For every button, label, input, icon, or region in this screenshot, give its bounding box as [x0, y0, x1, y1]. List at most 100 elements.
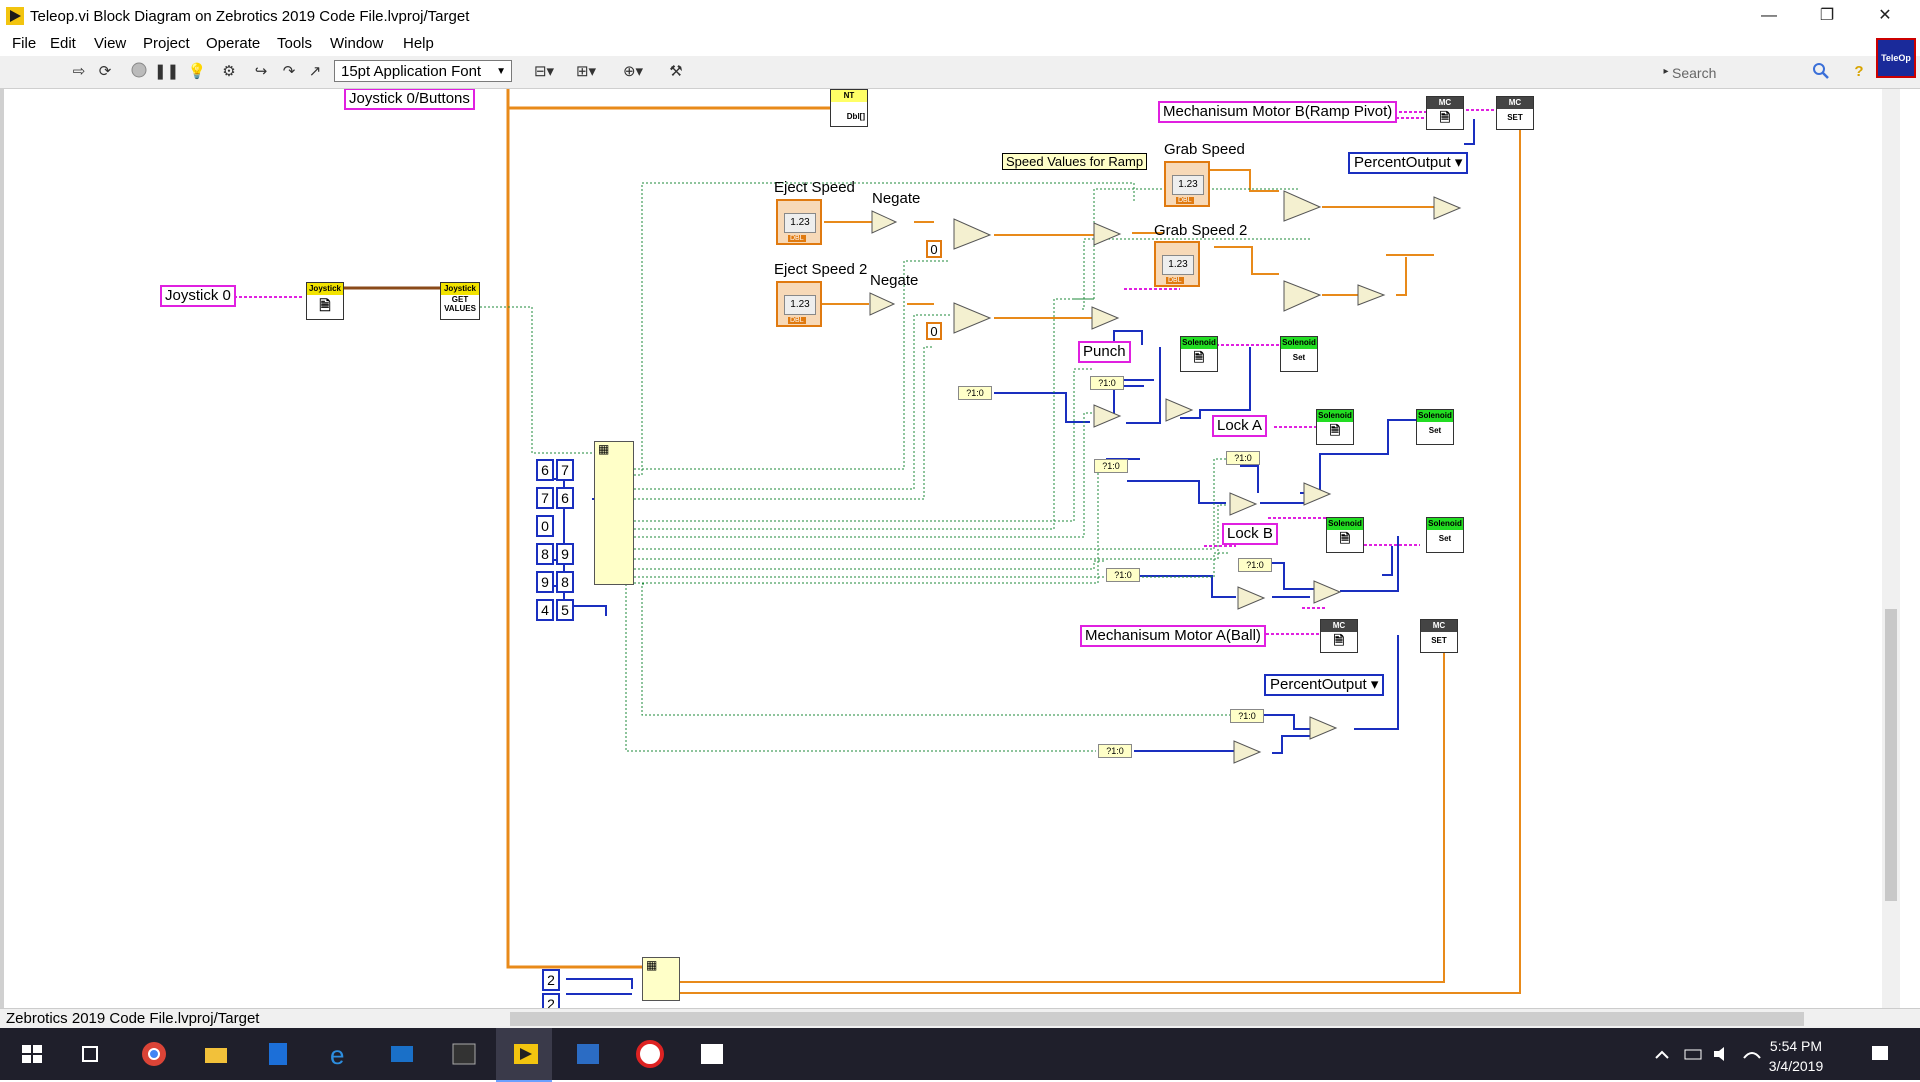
vertical-scrollbar[interactable]: [1882, 89, 1900, 1009]
index-left-5[interactable]: 9: [536, 571, 554, 593]
menu-help[interactable]: Help: [403, 35, 434, 52]
percent-output-enum-2[interactable]: PercentOutput ▾: [1264, 674, 1385, 696]
reorder-icon[interactable]: ⊕▾: [622, 63, 644, 80]
vi-icon-teleop[interactable]: TeleOp: [1876, 38, 1916, 78]
index-left-4[interactable]: 8: [536, 543, 554, 565]
search-input[interactable]: Search: [1672, 65, 1717, 81]
select-constant-3[interactable]: ?1:0: [1094, 459, 1128, 473]
select-constant-4[interactable]: ?1:0: [1226, 451, 1260, 465]
lock-a-set-vi[interactable]: Solenoid Set: [1416, 409, 1454, 445]
index-left-3[interactable]: 0: [536, 515, 554, 537]
select-constant-7[interactable]: ?1:0: [1230, 709, 1264, 723]
maps-icon[interactable]: [262, 1038, 294, 1070]
select-constant-2[interactable]: ?1:0: [1090, 376, 1124, 390]
outlook-icon[interactable]: [386, 1038, 418, 1070]
edge-icon[interactable]: e: [324, 1038, 356, 1070]
bottom-index-2[interactable]: 2: [542, 993, 560, 1009]
align-objects-icon[interactable]: ⊟▾: [533, 63, 555, 80]
run-arrow-icon[interactable]: ⇨: [72, 63, 86, 80]
task-view-icon[interactable]: [74, 1038, 106, 1070]
help-icon[interactable]: ?: [1854, 63, 1864, 80]
driver-station-icon[interactable]: [634, 1038, 666, 1070]
chrome-icon[interactable]: [138, 1038, 170, 1070]
block-diagram-canvas[interactable]: Joystick 0/Buttons Joystick 0 NT Dbl[] J…: [0, 89, 1900, 1009]
zero-constant-2[interactable]: 0: [926, 322, 942, 340]
highlight-execution-icon[interactable]: 💡: [187, 63, 207, 80]
index-array-node[interactable]: ▦: [594, 441, 634, 585]
punch-set-vi[interactable]: Solenoid Set: [1280, 336, 1318, 372]
menu-operate[interactable]: Operate: [206, 35, 261, 52]
motor-b-open-vi[interactable]: MC 🗎: [1426, 96, 1464, 130]
step-over-icon[interactable]: ↷: [282, 63, 296, 80]
mech-motor-a-refnum[interactable]: Mechanisum Motor A(Ball): [1080, 625, 1266, 647]
index-left-2[interactable]: 7: [536, 487, 554, 509]
punch-open-vi[interactable]: Solenoid 🗎: [1180, 336, 1218, 372]
index-right-5[interactable]: 5: [556, 599, 574, 621]
search-icon[interactable]: [1810, 62, 1832, 82]
horizontal-scroll-thumb[interactable]: [510, 1012, 1804, 1026]
punch-refnum[interactable]: Punch: [1078, 341, 1131, 363]
select-constant-6[interactable]: ?1:0: [1238, 558, 1272, 572]
menu-view[interactable]: View: [94, 35, 127, 52]
retain-wire-values-icon[interactable]: ⚙: [222, 63, 236, 80]
notifications-icon[interactable]: [1864, 1038, 1896, 1070]
step-into-icon[interactable]: ↪: [254, 63, 268, 80]
wifi-icon[interactable]: [1740, 1038, 1764, 1070]
labview-taskbar-icon[interactable]: [510, 1038, 542, 1070]
windows-start-icon[interactable]: [16, 1038, 48, 1070]
index-right-3[interactable]: 9: [556, 543, 574, 565]
menu-tools[interactable]: Tools: [277, 35, 313, 52]
motor-a-open-vi[interactable]: MC 🗎: [1320, 619, 1358, 653]
joystick-buttons-label[interactable]: Joystick 0/Buttons: [344, 89, 475, 110]
joystick-get-values-vi[interactable]: Joystick GET VALUES: [440, 282, 480, 320]
menu-edit[interactable]: Edit: [50, 35, 76, 52]
zero-constant-1[interactable]: 0: [926, 240, 942, 258]
abort-icon[interactable]: [128, 62, 150, 82]
speed-values-comment[interactable]: Speed Values for Ramp: [1002, 153, 1148, 170]
index-left-1[interactable]: 6: [536, 459, 554, 481]
index-right-4[interactable]: 8: [556, 571, 574, 593]
search-expand-icon[interactable]: ▸: [1663, 66, 1669, 77]
run-continuously-icon[interactable]: ⟳: [98, 63, 112, 80]
ni-icon[interactable]: [572, 1038, 604, 1070]
maximize-button[interactable]: ❐: [1819, 7, 1835, 24]
mech-motor-b-refnum[interactable]: Mechanisum Motor B(Ramp Pivot): [1158, 101, 1398, 123]
motor-a-set-vi[interactable]: MC SET: [1420, 619, 1458, 653]
bottom-index-1[interactable]: 2: [542, 969, 560, 991]
select-constant-1[interactable]: ?1:0: [958, 386, 992, 400]
percent-output-enum-1[interactable]: PercentOutput ▾: [1348, 152, 1469, 174]
index-left-6[interactable]: 4: [536, 599, 554, 621]
select-constant-5[interactable]: ?1:0: [1106, 568, 1140, 582]
file-explorer-icon[interactable]: [200, 1038, 232, 1070]
joystick-open-vi[interactable]: Joystick 🗎: [306, 282, 344, 320]
index-right-1[interactable]: 7: [556, 459, 574, 481]
menu-file[interactable]: File: [12, 35, 37, 52]
clean-diagram-icon[interactable]: ⚒: [669, 63, 683, 80]
distribute-objects-icon[interactable]: ⊞▾: [575, 63, 597, 80]
project-path-label[interactable]: Zebrotics 2019 Code File.lvproj/Target: [6, 1010, 260, 1027]
first-dashboard-icon[interactable]: [696, 1038, 728, 1070]
vertical-scroll-thumb[interactable]: [1885, 609, 1897, 901]
lock-b-set-vi[interactable]: Solenoid Set: [1426, 517, 1464, 553]
tray-chevron-icon[interactable]: [1650, 1038, 1674, 1070]
lock-b-refnum[interactable]: Lock B: [1222, 523, 1278, 545]
volume-icon[interactable]: [1710, 1038, 1734, 1070]
step-out-icon[interactable]: ↗: [308, 63, 322, 80]
battery-icon[interactable]: [1682, 1038, 1706, 1070]
select-constant-8[interactable]: ?1:0: [1098, 744, 1132, 758]
motor-b-set-vi[interactable]: MC SET: [1496, 96, 1534, 130]
nt-read-vi[interactable]: NT Dbl[]: [830, 89, 868, 127]
index-right-2[interactable]: 6: [556, 487, 574, 509]
lock-a-open-vi[interactable]: Solenoid 🗎: [1316, 409, 1354, 445]
pause-icon[interactable]: ❚❚: [154, 63, 180, 80]
video-app-icon[interactable]: [448, 1038, 480, 1070]
minimize-button[interactable]: —: [1761, 7, 1777, 24]
menu-window[interactable]: Window: [330, 35, 384, 52]
lock-a-refnum[interactable]: Lock A: [1212, 415, 1268, 437]
taskbar-clock[interactable]: 5:54 PM 3/4/2019: [1756, 1036, 1836, 1076]
menu-project[interactable]: Project: [143, 35, 190, 52]
